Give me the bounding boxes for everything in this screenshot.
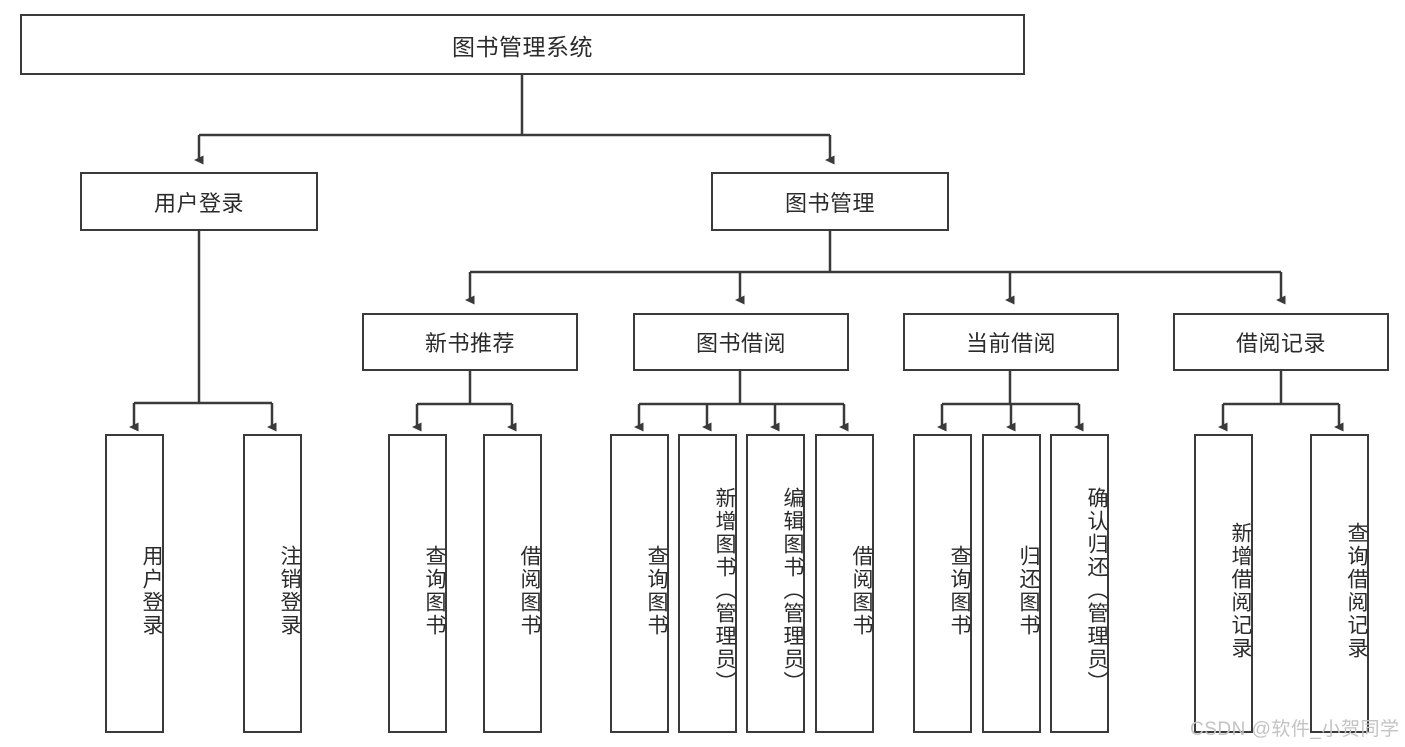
node-new-book-recommend[interactable]: 新书推荐 — [362, 313, 578, 371]
node-label: 查询图书 — [645, 544, 668, 637]
node-book-management[interactable]: 图书管理 — [711, 172, 949, 231]
node-label: 新增借阅记录 — [1229, 521, 1252, 660]
node-current-borrow[interactable]: 当前借阅 — [903, 313, 1119, 371]
leaf-recommend-borrow-book[interactable]: 借阅图书 — [483, 434, 542, 733]
node-label: 借阅图书 — [518, 544, 541, 637]
node-label: 图书管理 — [784, 190, 875, 216]
node-label: 查询图书 — [948, 544, 971, 637]
node-label: 确认归还（管理员） — [1085, 487, 1108, 694]
node-label: 当前借阅 — [965, 331, 1056, 356]
node-label: 查询图书 — [423, 544, 446, 637]
leaf-borrow-edit-book-admin[interactable]: 编辑图书（管理员） — [746, 434, 805, 733]
leaf-user-login-do[interactable]: 用户登录 — [105, 434, 164, 733]
csdn-watermark: CSDN @软件_小贺同学 — [1190, 719, 1400, 740]
leaf-borrow-query-book[interactable]: 查询图书 — [610, 434, 669, 733]
node-label: 借阅图书 — [850, 544, 873, 637]
node-label: 用户登录 — [140, 544, 163, 637]
leaf-recommend-query-book[interactable]: 查询图书 — [388, 434, 447, 733]
leaf-user-logout[interactable]: 注销登录 — [243, 434, 302, 733]
leaf-current-query-book[interactable]: 查询图书 — [913, 434, 972, 733]
node-label: 注销登录 — [278, 544, 301, 637]
node-label: 新增图书（管理员） — [713, 487, 736, 694]
node-label: 图书管理系统 — [452, 33, 593, 60]
leaf-current-return-book[interactable]: 归还图书 — [982, 434, 1041, 733]
node-label: 用户登录 — [153, 190, 244, 216]
node-user-login[interactable]: 用户登录 — [80, 172, 318, 231]
leaf-record-add-record[interactable]: 新增借阅记录 — [1194, 434, 1253, 733]
node-book-borrow[interactable]: 图书借阅 — [633, 313, 849, 371]
leaf-record-query-record[interactable]: 查询借阅记录 — [1310, 434, 1369, 733]
node-root-system[interactable]: 图书管理系统 — [20, 14, 1025, 75]
leaf-borrow-borrow-book[interactable]: 借阅图书 — [815, 434, 874, 733]
node-label: 图书借阅 — [695, 331, 786, 356]
leaf-current-confirm-return-admin[interactable]: 确认归还（管理员） — [1050, 434, 1109, 733]
node-label: 编辑图书（管理员） — [781, 487, 804, 694]
node-borrow-record[interactable]: 借阅记录 — [1173, 313, 1389, 371]
node-label: 查询借阅记录 — [1345, 521, 1368, 660]
node-label: 借阅记录 — [1235, 331, 1326, 356]
node-label: 归还图书 — [1017, 544, 1040, 637]
node-label: 新书推荐 — [424, 331, 515, 356]
leaf-borrow-add-book-admin[interactable]: 新增图书（管理员） — [678, 434, 737, 733]
